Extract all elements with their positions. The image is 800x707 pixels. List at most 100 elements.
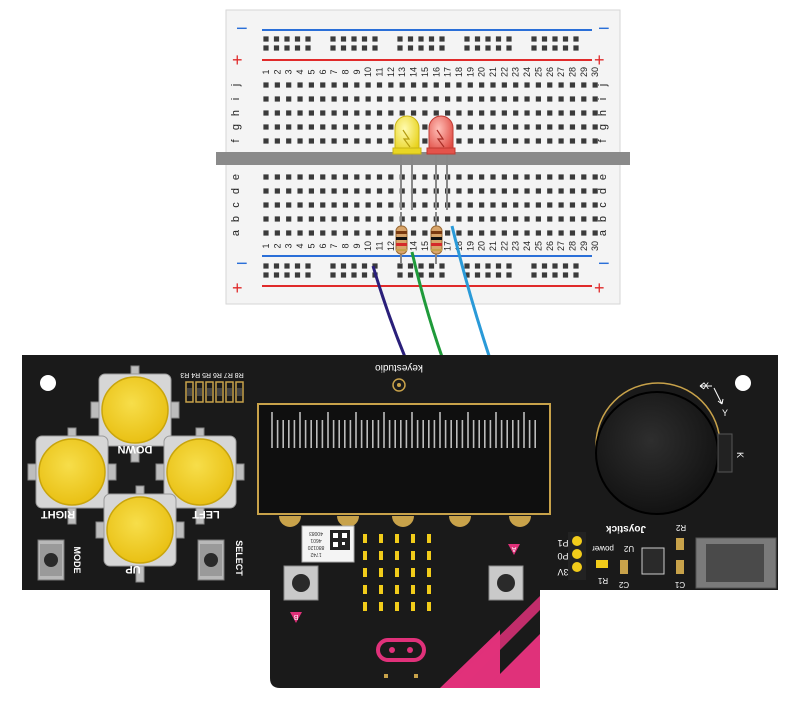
breadboard-hole xyxy=(573,272,579,278)
breadboard-hole xyxy=(294,45,301,51)
label-button-b: B xyxy=(293,613,298,620)
breadboard-hole xyxy=(410,216,417,222)
matrix-led xyxy=(395,585,399,594)
matrix-led xyxy=(411,568,415,577)
qr-text-4: 1742 xyxy=(310,551,321,557)
res-r2 xyxy=(676,538,684,550)
breadboard-hole xyxy=(467,96,473,102)
edge-connector xyxy=(257,403,551,515)
breadboard-hole xyxy=(513,96,519,102)
breadboard-hole xyxy=(365,174,371,180)
select-button[interactable] xyxy=(197,539,225,581)
breadboard-hole xyxy=(501,124,507,130)
breadboard-hole xyxy=(535,230,541,236)
breadboard-hole xyxy=(331,110,337,116)
breadboard-hole xyxy=(331,124,337,130)
breadboard-hole xyxy=(501,230,507,236)
breadboard-hole xyxy=(467,174,473,180)
breadboard-hole xyxy=(501,174,507,180)
breadboard-hole xyxy=(592,216,598,222)
dpad-left-button[interactable] xyxy=(155,427,245,525)
breadboard-hole xyxy=(273,45,280,51)
breadboard-hole xyxy=(388,216,394,222)
column-number-bottom: 6 xyxy=(318,243,328,248)
breadboard-hole xyxy=(422,124,428,130)
breadboard-hole xyxy=(376,216,383,222)
breadboard-hole xyxy=(445,110,451,116)
breadboard-hole xyxy=(456,202,462,208)
breadboard-hole xyxy=(308,202,314,208)
column-number-bottom: 15 xyxy=(420,241,430,251)
breadboard-hole xyxy=(490,110,496,116)
breadboard-hole xyxy=(456,96,462,102)
breadboard-hole xyxy=(284,36,290,42)
breadboard-hole xyxy=(524,188,530,194)
matrix-led xyxy=(379,551,383,560)
breadboard-hole xyxy=(305,263,311,269)
breadboard-hole xyxy=(439,36,445,42)
breadboard-hole xyxy=(592,174,598,180)
column-number-bottom: 1 xyxy=(261,243,271,248)
breadboard-hole xyxy=(308,216,314,222)
breadboard-hole xyxy=(464,263,470,269)
row-letter-left: d xyxy=(230,188,242,194)
breadboard-hole xyxy=(464,36,470,42)
row-letter-left: h xyxy=(230,110,242,116)
breadboard-hole xyxy=(361,263,368,269)
breadboard-hole xyxy=(524,82,530,88)
mode-button[interactable] xyxy=(37,539,65,581)
breadboard-hole xyxy=(490,174,496,180)
breadboard-hole xyxy=(569,82,576,88)
breadboard-hole xyxy=(410,230,417,236)
breadboard-hole xyxy=(581,174,587,180)
column-number-bottom: 26 xyxy=(545,241,555,251)
microbit-button-b[interactable] xyxy=(283,565,319,601)
column-number-bottom: 4 xyxy=(295,243,305,248)
breadboard-hole xyxy=(485,45,491,51)
breadboard-hole xyxy=(308,188,314,194)
breadboard-hole xyxy=(294,272,301,278)
microbit-button-a[interactable] xyxy=(488,565,524,601)
column-number-top: 27 xyxy=(556,67,566,77)
breadboard: − + − + − + − + 112233445566778899101011… xyxy=(216,9,630,305)
breadboard-hole xyxy=(274,110,280,116)
breadboard-hole xyxy=(562,45,569,51)
breadboard-hole xyxy=(388,110,394,116)
breadboard-hole xyxy=(407,263,414,269)
breadboard-hole xyxy=(547,96,553,102)
joystick[interactable] xyxy=(595,382,733,515)
breadboard-hole xyxy=(331,138,337,144)
dpad-down-button[interactable] xyxy=(90,365,180,463)
mount-hole-left xyxy=(40,375,56,391)
breadboard-hole xyxy=(422,110,428,116)
matrix-led xyxy=(411,585,415,594)
breadboard-hole xyxy=(284,263,290,269)
microbit xyxy=(270,585,540,688)
breadboard-hole xyxy=(308,138,314,144)
column-number-top: 10 xyxy=(363,67,373,77)
breadboard-hole xyxy=(535,216,541,222)
microbit-pink-stripe-1 xyxy=(440,630,500,688)
breadboard-hole xyxy=(506,263,512,269)
breadboard-hole xyxy=(433,110,439,116)
dpad-right-button[interactable] xyxy=(27,427,117,525)
breadboard-hole xyxy=(422,230,428,236)
breadboard-hole xyxy=(501,82,507,88)
breadboard-hole xyxy=(365,230,371,236)
row-letter-right: g xyxy=(597,124,609,130)
column-number-bottom: 27 xyxy=(556,241,566,251)
row-letter-right: e xyxy=(597,174,609,180)
breadboard-hole xyxy=(558,174,564,180)
breadboard-hole xyxy=(410,96,417,102)
breadboard-hole xyxy=(592,82,598,88)
breadboard-hole xyxy=(474,263,481,269)
breadboard-hole xyxy=(495,263,502,269)
label-power: power xyxy=(592,544,614,553)
dpad-up-button[interactable] xyxy=(95,485,185,583)
row-letter-left: f xyxy=(230,139,242,143)
matrix-led xyxy=(395,602,399,611)
breadboard-hole xyxy=(428,272,435,278)
breadboard-hole xyxy=(263,174,269,180)
breadboard-hole xyxy=(308,96,314,102)
breadboard-hole xyxy=(569,138,576,144)
